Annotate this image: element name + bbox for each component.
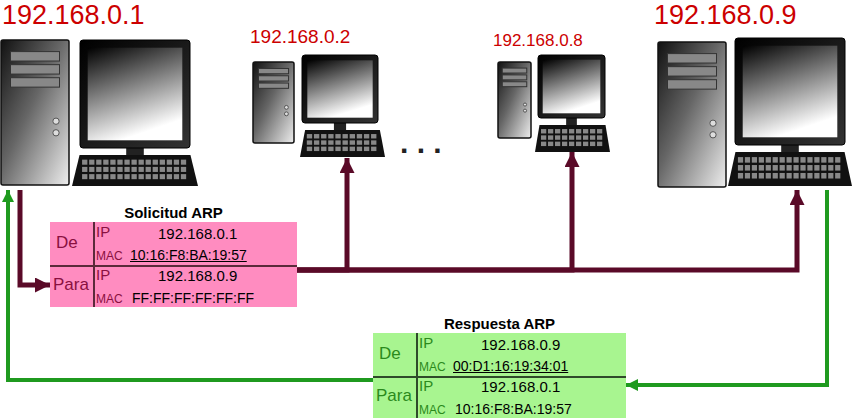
drive-bay bbox=[258, 76, 288, 81]
ip-address: 192.168.0.9 bbox=[158, 268, 237, 283]
computer-icon bbox=[1, 40, 198, 186]
row-label: Para bbox=[376, 387, 412, 404]
keyboard bbox=[535, 125, 610, 152]
arp-arrow bbox=[297, 190, 797, 270]
computer-icon bbox=[253, 55, 385, 157]
tower-case bbox=[498, 62, 531, 138]
ip-address: 192.168.0.9 bbox=[481, 337, 560, 352]
arp-arrow bbox=[20, 190, 50, 285]
power-button bbox=[710, 132, 716, 138]
mac-address: 10:16:F8:BA:19:57 bbox=[455, 402, 572, 416]
computer-node: 192.168.0.1 bbox=[0, 0, 200, 190]
keyboard-keys bbox=[82, 160, 186, 180]
ip-label: 192.168.0.2 bbox=[250, 27, 350, 46]
keyboard-keys bbox=[307, 134, 377, 151]
computer-node: 192.168.0.9 bbox=[652, 0, 852, 190]
drive-bay bbox=[258, 83, 288, 88]
monitor-frame bbox=[302, 55, 378, 123]
arp-arrow bbox=[626, 190, 827, 385]
tower-case bbox=[658, 42, 726, 187]
row-label: De bbox=[56, 234, 78, 251]
monitor-frame bbox=[80, 40, 190, 148]
monitor-screen bbox=[743, 46, 838, 138]
computer-node: 192.168.0.2 bbox=[245, 25, 390, 158]
monitor-frame bbox=[735, 38, 845, 145]
mac-address: FF:FF:FF:FF:FF:FF bbox=[132, 291, 254, 305]
power-button bbox=[53, 118, 59, 124]
monitor-screen bbox=[543, 60, 601, 114]
computer-icon bbox=[658, 38, 852, 187]
arp-arrow bbox=[297, 152, 572, 270]
field-name: MAC bbox=[96, 293, 123, 305]
field-name: MAC bbox=[419, 361, 446, 373]
power-button bbox=[523, 109, 526, 112]
mac-address: 00:D1:16:19:34:01 bbox=[453, 359, 568, 373]
drive-bay bbox=[502, 68, 527, 73]
power-button bbox=[284, 105, 288, 109]
field-name: IP bbox=[419, 378, 433, 393]
field-name: IP bbox=[96, 267, 110, 282]
drive-bay bbox=[11, 65, 60, 74]
power-button bbox=[284, 112, 288, 116]
ip-label: 192.168.0.1 bbox=[2, 2, 145, 29]
field-name: MAC bbox=[96, 250, 123, 262]
drive-bay bbox=[668, 54, 717, 63]
field-name: MAC bbox=[419, 404, 446, 416]
arp-arrow bbox=[297, 158, 347, 270]
arp-table: Solicitud ARPDeIP192.168.0.1MAC10:16:F8:… bbox=[50, 205, 297, 307]
row-label: De bbox=[379, 345, 401, 362]
keyboard bbox=[72, 155, 198, 186]
tower-case bbox=[253, 62, 294, 143]
field-name: IP bbox=[96, 224, 110, 239]
ip-address: 192.168.0.1 bbox=[481, 379, 560, 394]
drive-bay bbox=[258, 68, 288, 73]
ip-label: 192.168.0.9 bbox=[654, 2, 797, 29]
drive-bay bbox=[11, 52, 60, 61]
row-divider bbox=[50, 265, 297, 267]
arp-arrow bbox=[8, 190, 373, 380]
arp-table: Respuesta ARPDeIP192.168.0.9MAC00:D1:16:… bbox=[373, 316, 626, 418]
column-divider bbox=[416, 333, 418, 418]
row-divider bbox=[373, 376, 626, 378]
computer-icon bbox=[498, 55, 610, 152]
ellipsis: . . . bbox=[400, 128, 442, 158]
drive-bay bbox=[502, 82, 527, 87]
field-name: IP bbox=[419, 335, 433, 350]
keyboard-keys bbox=[541, 129, 602, 146]
tower-case bbox=[1, 40, 69, 185]
column-divider bbox=[93, 222, 95, 307]
drive-bay bbox=[668, 67, 717, 76]
keyboard bbox=[728, 152, 852, 186]
ip-label: 192.168.0.8 bbox=[493, 32, 583, 49]
power-button bbox=[523, 103, 526, 106]
keyboard-keys bbox=[738, 157, 840, 178]
table-title: Respuesta ARP bbox=[444, 316, 555, 331]
ip-address: 192.168.0.1 bbox=[158, 226, 237, 241]
monitor-frame bbox=[538, 55, 605, 118]
power-button bbox=[53, 130, 59, 136]
monitor-screen bbox=[88, 48, 183, 141]
drive-bay bbox=[11, 78, 60, 87]
drive-bay bbox=[502, 75, 527, 80]
computer-node: 192.168.0.8 bbox=[490, 30, 612, 152]
row-label: Para bbox=[53, 276, 89, 293]
table-title: Solicitud ARP bbox=[124, 205, 223, 220]
keyboard bbox=[300, 130, 385, 157]
monitor-screen bbox=[307, 60, 372, 117]
mac-address: 10:16:F8:BA:19:57 bbox=[130, 248, 247, 262]
drive-bay bbox=[668, 80, 717, 89]
power-button bbox=[710, 120, 716, 126]
